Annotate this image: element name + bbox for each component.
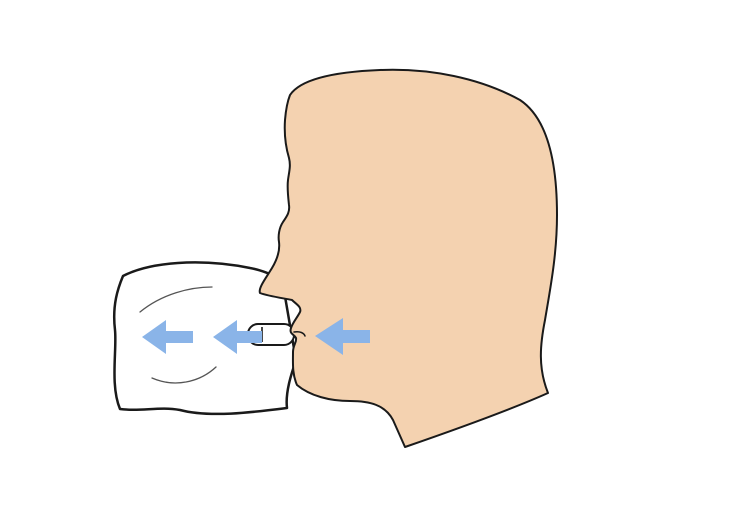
head-profile: [260, 70, 557, 447]
